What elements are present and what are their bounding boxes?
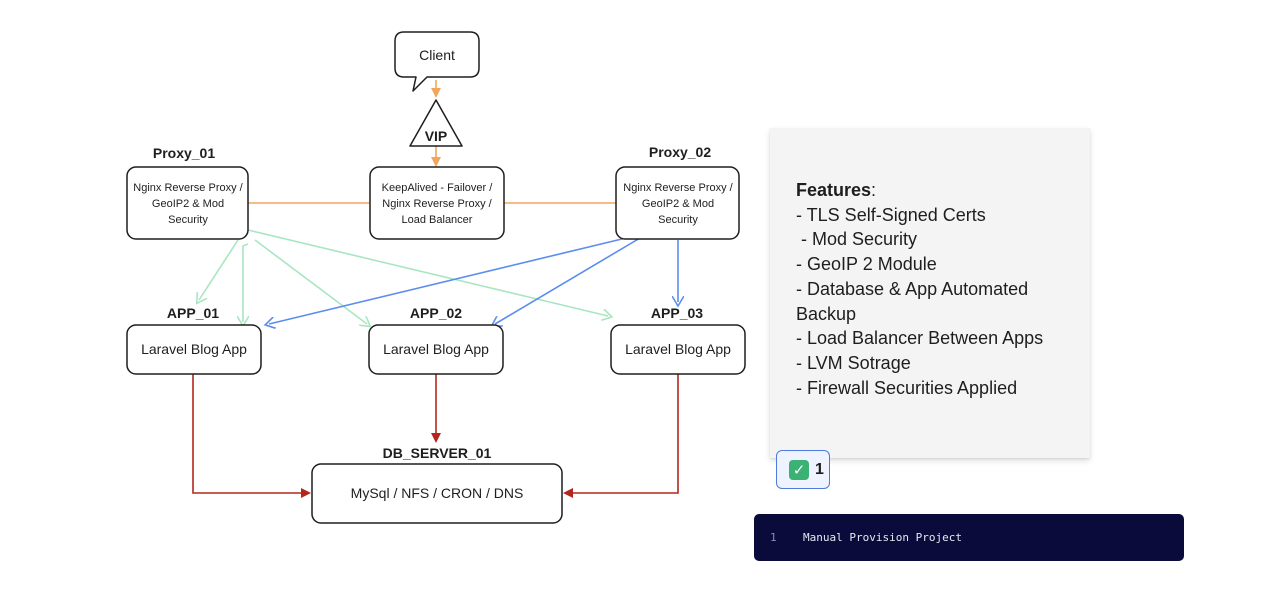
app-02-label: Laravel Blog App (383, 341, 489, 357)
client-node: Client (394, 31, 480, 92)
app-03-box (610, 324, 746, 375)
db-server-title: DB_SERVER_01 (383, 445, 492, 461)
check-mark-icon: ✓ (789, 459, 809, 480)
features-heading-line: Features: (796, 178, 1070, 203)
features-item: - GeoIP 2 Module (796, 254, 937, 275)
features-note[interactable]: Features: - TLS Self-Signed Certs - Mod … (770, 128, 1090, 458)
proxy-02-line-3: Security (658, 214, 698, 226)
proxy-02-line-1: Nginx Reverse Proxy / (623, 182, 733, 194)
features-item: - Mod Security (796, 229, 918, 250)
reaction-badge[interactable]: ✓ 1 (776, 450, 830, 489)
vip-node: VIP (409, 99, 463, 147)
app-01-node: APP_01 Laravel Blog App (126, 305, 262, 375)
app-01-label: Laravel Blog App (141, 341, 247, 357)
code-block[interactable]: 1 Manual Provision Project (754, 514, 1184, 561)
proxy-02-node: Proxy_02 Nginx Reverse Proxy / GeoIP2 & … (615, 144, 740, 240)
features-item: - Load Balancer Between Apps (796, 328, 1044, 349)
vip-label: VIP (425, 128, 448, 144)
edges (192, 80, 679, 498)
vip-triangle-shape (409, 99, 463, 147)
proxy-01-line-3: Security (168, 214, 208, 226)
keepalived-line-2: Nginx Reverse Proxy / (382, 198, 492, 210)
proxy-02-box (615, 166, 740, 240)
edge-proxy01-to-app01-b (243, 243, 248, 322)
app-03-title: APP_03 (651, 305, 703, 321)
app-03-node: APP_03 Laravel Blog App (610, 305, 746, 375)
proxy-01-title: Proxy_01 (153, 145, 215, 161)
reaction-count: 1 (815, 460, 824, 478)
edge-proxy01-to-app01-a (199, 239, 239, 300)
features-item: Backup (796, 303, 857, 324)
proxy-01-line-2: GeoIP2 & Mod (152, 198, 224, 210)
edge-proxy01-to-app03 (247, 229, 608, 316)
proxy-01-line-1: Nginx Reverse Proxy / (133, 182, 243, 194)
db-server-box (311, 463, 563, 524)
edge-app01-to-db (192, 374, 311, 498)
features-item: - Firewall Securities Applied (796, 377, 1018, 398)
proxy-01-box (126, 166, 249, 240)
client-label: Client (419, 47, 455, 63)
app-03-label: Laravel Blog App (625, 341, 731, 357)
code-line-number: 1 (770, 531, 777, 544)
app-01-box (126, 324, 262, 375)
edge-proxy01-to-app02 (254, 239, 367, 324)
edge-proxy02-to-app02 (495, 237, 641, 324)
code-line-text: Manual Provision Project (803, 531, 962, 544)
features-item: - Database & App Automated (796, 278, 1029, 299)
features-item: - TLS Self-Signed Certs (796, 204, 986, 225)
features-heading-colon: : (871, 180, 877, 200)
features-item: - LVM Sotrage (796, 352, 911, 373)
proxy-01-node: Proxy_01 Nginx Reverse Proxy / GeoIP2 & … (126, 145, 249, 240)
keepalived-box (369, 166, 505, 240)
app-02-box (368, 324, 504, 375)
keepalived-node: KeepAlived - Failover / Nginx Reverse Pr… (369, 166, 505, 240)
keepalived-line-1: KeepAlived - Failover / (382, 182, 494, 194)
db-server-node: DB_SERVER_01 MySql / NFS / CRON / DNS (311, 445, 563, 524)
app-01-title: APP_01 (167, 305, 219, 321)
app-02-node: APP_02 Laravel Blog App (368, 305, 504, 375)
client-bubble-shape (394, 31, 480, 92)
db-server-label: MySql / NFS / CRON / DNS (351, 485, 524, 501)
features-heading: Features (796, 180, 872, 200)
edge-app03-to-db (563, 374, 679, 498)
edge-proxy02-to-app01 (269, 237, 627, 324)
proxy-02-title: Proxy_02 (649, 144, 711, 160)
proxy-02-line-2: GeoIP2 & Mod (642, 198, 714, 210)
app-02-title: APP_02 (410, 305, 462, 321)
keepalived-line-3: Load Balancer (402, 214, 473, 226)
